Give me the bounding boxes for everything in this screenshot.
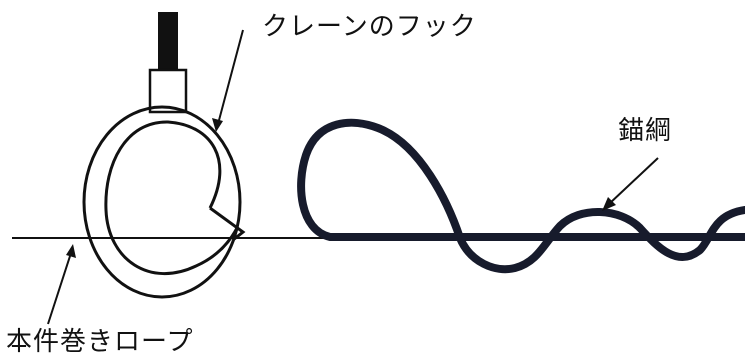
anchor-cable bbox=[301, 123, 745, 269]
hook-leader-line bbox=[218, 30, 243, 124]
hook-outer-ring bbox=[84, 107, 240, 297]
hook-shank bbox=[150, 70, 186, 112]
rope-leader-arrowhead bbox=[66, 244, 76, 258]
rope-leader-line bbox=[48, 253, 71, 324]
cable-leader-line bbox=[609, 158, 658, 204]
anchor-cable-label: 錨綱 bbox=[618, 118, 672, 144]
hook-rod bbox=[158, 12, 178, 70]
hook-inner-curl bbox=[106, 122, 237, 274]
crane-hook-label: クレーンのフック bbox=[262, 14, 477, 40]
rope-label: 本件巻きロープ bbox=[6, 329, 193, 355]
